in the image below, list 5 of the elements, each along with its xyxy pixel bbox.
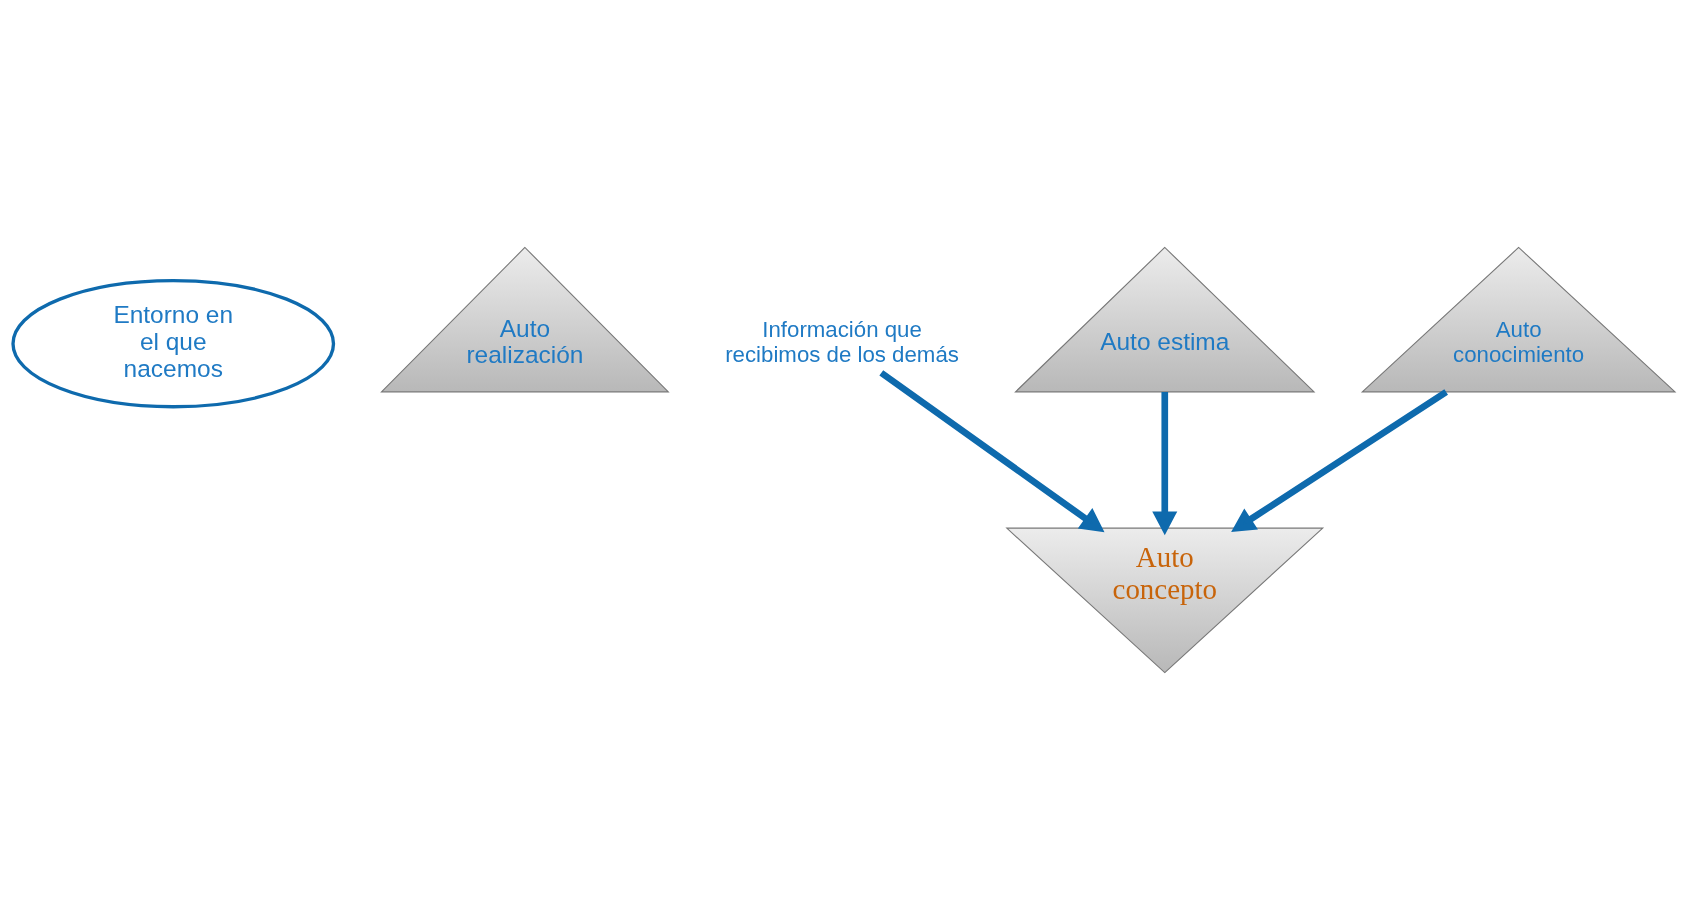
- arrow: [1231, 389, 1448, 532]
- node-text: Información que recibimos de los demás: [725, 317, 959, 367]
- arrow: [879, 370, 1105, 533]
- arrow: [1152, 392, 1178, 536]
- node-ellipse: Entorno en el que nacemos: [11, 279, 336, 409]
